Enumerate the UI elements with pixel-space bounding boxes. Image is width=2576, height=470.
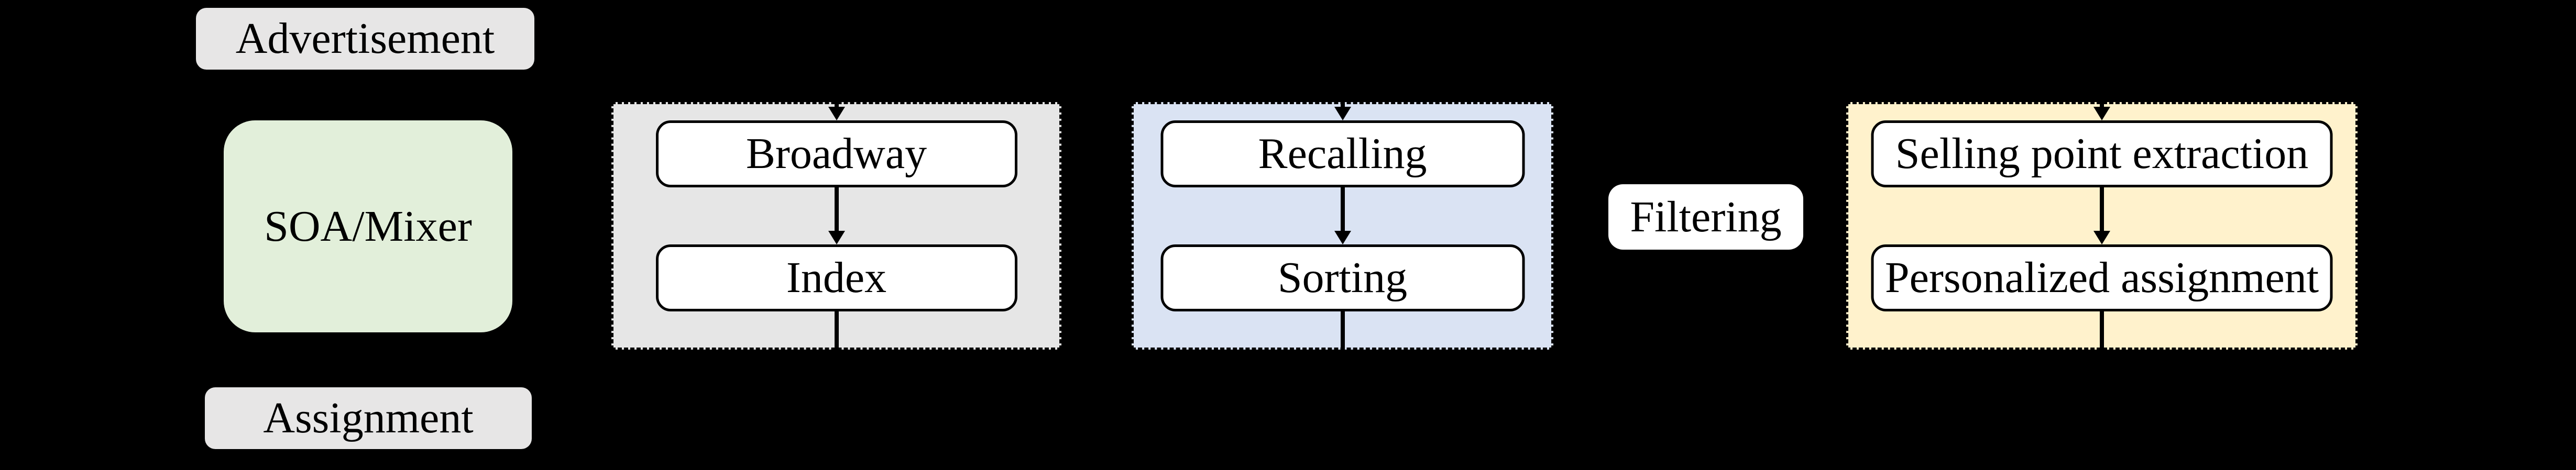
arrowhead-down-icon (828, 107, 845, 120)
arrow-stem (834, 187, 839, 231)
selling-point-extraction-box: Selling point extraction (1871, 120, 2333, 187)
advertisement-label-text: Advertisement (235, 14, 495, 63)
advertisement-label: Advertisement (196, 8, 534, 70)
arrow-stem (1340, 187, 1345, 231)
assignment-label-text: Assignment (263, 394, 474, 442)
sorting-label: Sorting (1277, 253, 1408, 302)
arrowhead-down-icon (1334, 107, 1351, 120)
arrowhead-down-icon (2093, 107, 2110, 120)
arrow-extraction-to-assignment (2093, 187, 2110, 244)
arrow-stem (2100, 187, 2104, 231)
personalized-assignment-label: Personalized assignment (1884, 253, 2319, 302)
soa-mixer-box: SOA/Mixer (224, 120, 512, 332)
filtering-box: Filtering (1608, 184, 1803, 250)
stage-broadway-index-container: Broadway Index (611, 86, 1061, 350)
recalling-label: Recalling (1258, 129, 1427, 178)
index-output-line (834, 311, 839, 350)
sorting-box: Sorting (1160, 244, 1525, 311)
index-box: Index (655, 244, 1017, 311)
personalized-assignment-box: Personalized assignment (1871, 244, 2333, 311)
arrow-recalling-to-sorting (1334, 187, 1351, 244)
arrow-into-selling-point-extraction (2093, 86, 2110, 120)
stage-selling-point-container: Selling point extraction Personalized as… (1846, 86, 2358, 350)
index-label: Index (786, 253, 887, 302)
arrowhead-down-icon (2093, 231, 2110, 244)
assignment-label: Assignment (205, 387, 532, 449)
stage-recalling-sorting-container: Recalling Sorting (1132, 86, 1553, 350)
broadway-box: Broadway (655, 120, 1017, 187)
arrowhead-down-icon (828, 231, 845, 244)
personalized-assignment-output-line (2100, 311, 2104, 350)
soa-mixer-label-text: SOA/Mixer (264, 202, 472, 251)
arrow-stem (2100, 86, 2104, 107)
sorting-output-line (1340, 311, 1345, 350)
arrow-into-recalling (1334, 86, 1351, 120)
arrowhead-down-icon (1334, 231, 1351, 244)
broadway-label: Broadway (746, 129, 927, 178)
arrow-into-broadway (828, 86, 845, 120)
arrow-stem (834, 86, 839, 107)
arrow-broadway-to-index (828, 187, 845, 244)
arrow-stem (1340, 86, 1345, 107)
filtering-label: Filtering (1630, 192, 1782, 241)
selling-point-extraction-label: Selling point extraction (1895, 129, 2309, 178)
recalling-box: Recalling (1160, 120, 1525, 187)
